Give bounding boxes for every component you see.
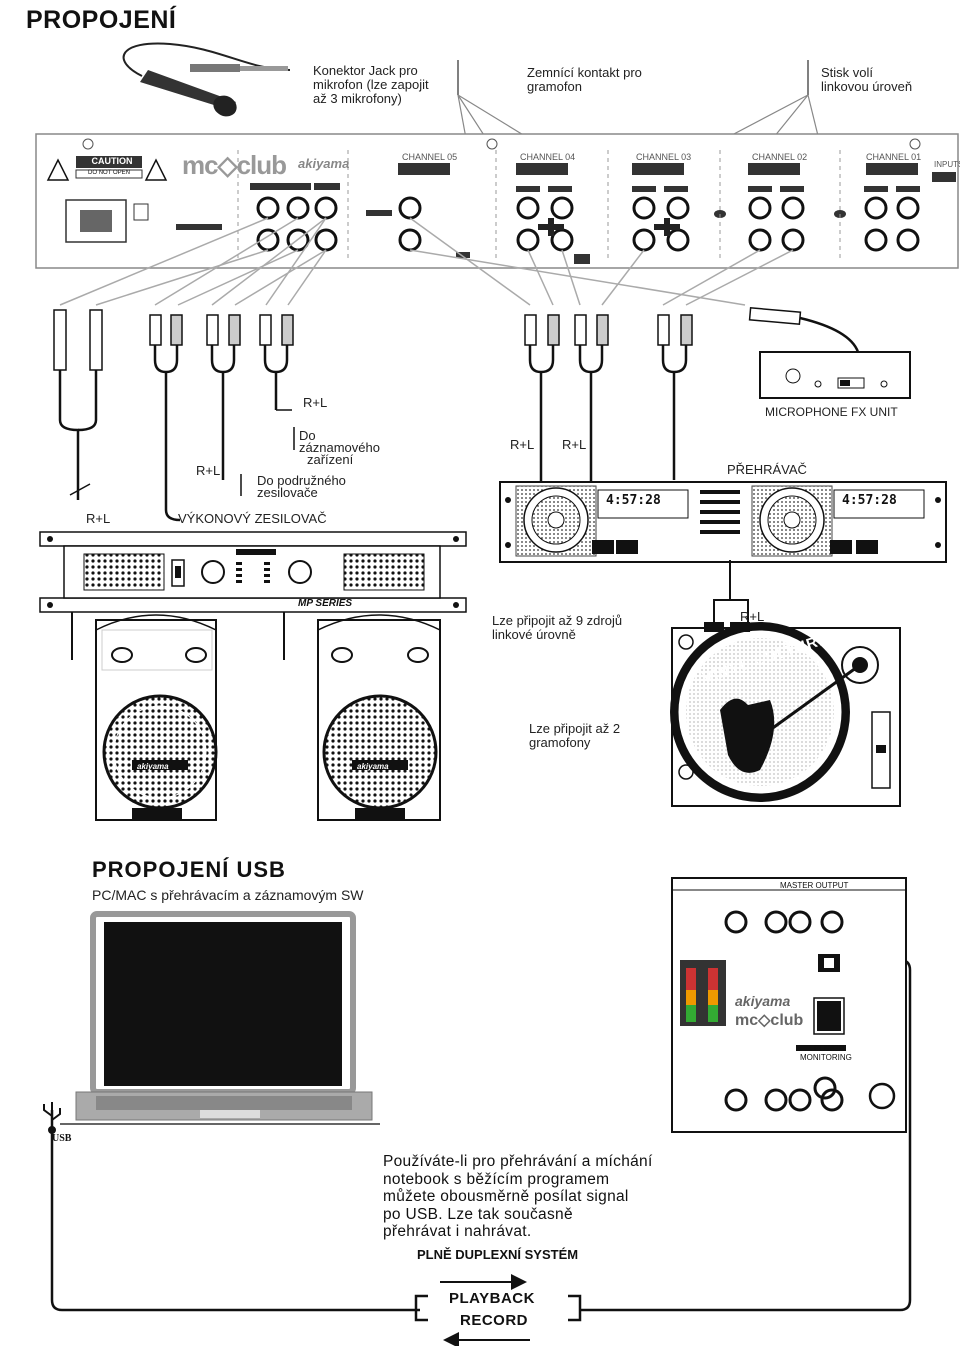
channel-04-label: CHANNEL 04 <box>520 152 576 162</box>
front-panel-brand2: mc◇club <box>735 1012 804 1029</box>
do-not-open-label: DO NOT OPEN <box>88 170 130 176</box>
jack-callout-line3: až 3 mikrofony) <box>313 91 402 106</box>
player-label: PŘEHRÁVAČ <box>727 462 807 477</box>
mixer-back-panel <box>35 133 959 269</box>
rl-label-recording: R+L <box>303 395 328 410</box>
channel-02-label: CHANNEL 02 <box>752 152 808 162</box>
fx-unit <box>748 307 911 399</box>
usb-description-line5: přehrávat i nahrávat. <box>383 1223 532 1240</box>
line-level-line1: Stisk volí <box>821 65 874 80</box>
jack-callout: Konektor Jack pro mikrofon (lze zapojit … <box>313 64 429 106</box>
recording-device-label: Do záznamového zařízení <box>299 428 380 467</box>
rl-label-player-a: R+L <box>510 437 535 452</box>
patch-cables <box>59 217 794 306</box>
speaker-right <box>317 614 441 821</box>
sub-amp-line1: Do podružného <box>257 473 346 488</box>
amp-series-label: MP SERIES <box>298 598 353 609</box>
power-label: POWER <box>814 1044 845 1053</box>
recording-line1: Do <box>299 428 316 443</box>
usb-description-line4: po USB. Lze tak současně <box>383 1205 573 1223</box>
rca-plugs <box>149 314 693 346</box>
jack-callout-line2: mikrofon (lze zapojit <box>313 77 429 92</box>
line-sources-label: Lze připojit až 9 zdrojů linkové úrovně <box>492 614 622 642</box>
mixer-front-panel <box>671 877 907 1133</box>
speaker-left-brand: akiyama <box>137 762 169 771</box>
usb-description-line1: Používáte-li pro přehrávání a míchání <box>383 1153 653 1170</box>
power-amp-label: VÝKONOVÝ ZESILOVAČ <box>178 511 327 526</box>
channel-01-label: CHANNEL 01 <box>866 152 922 162</box>
ground-callout-line1: Zemnící kontakt pro <box>527 65 642 80</box>
microphone <box>122 42 291 117</box>
master-output-label: MASTER OUTPUT <box>780 881 849 890</box>
rl-label-jack: R+L <box>86 511 111 526</box>
duplex-label: PLNĚ DUPLEXNÍ SYSTÉM <box>417 1247 579 1262</box>
power-amplifier <box>39 531 467 660</box>
ground-callout-line2: gramofon <box>527 79 582 94</box>
inputs-label: INPUTS <box>934 160 960 169</box>
bracket-left <box>414 1294 428 1322</box>
sub-amp-label: Do podružného zesilovače <box>257 473 346 500</box>
rl-label-player-b: R+L <box>562 437 587 452</box>
turntable-count-line1: Lze připojit až 2 <box>529 721 621 736</box>
cd-player <box>499 481 947 563</box>
usb-icon <box>43 1102 61 1134</box>
line-sources-line1: Lze připojit až 9 zdrojů <box>492 613 623 628</box>
front-panel-brand: akiyama <box>735 993 791 1009</box>
turntable-count-label: Lze připojit až 2 gramofony <box>529 722 620 750</box>
fx-unit-label: MICROPHONE FX UNIT <box>765 405 898 419</box>
line-sources-line2: linkové úrovně <box>492 627 576 642</box>
channel-03-label: CHANNEL 03 <box>636 152 692 162</box>
player-display-left: 4:57:28 <box>606 493 661 508</box>
jack-callout-line1: Konektor Jack pro <box>313 63 418 78</box>
usb-subtitle: PC/MAC s přehrávacím a záznamovým SW <box>92 887 364 903</box>
channel-05-label: CHANNEL 05 <box>402 152 458 162</box>
bracket-right <box>568 1294 582 1322</box>
player-display-right: 4:57:28 <box>842 493 897 508</box>
usb-description: Používáte-li pro přehrávání a míchání no… <box>383 1153 683 1241</box>
usb-description-line2: notebook s běžícím programem <box>383 1170 610 1188</box>
monitoring-label: MONITORING <box>800 1053 852 1062</box>
recording-line2: záznamového <box>299 440 380 455</box>
record-label: RECORD <box>460 1312 529 1329</box>
sub-amp-line2: zesilovače <box>257 485 318 500</box>
usb-tag: USB <box>52 1133 72 1144</box>
jack-plugs <box>53 309 103 500</box>
line-level-line2: linkovou úroveň <box>821 79 913 94</box>
caution-label: CAUTION <box>91 156 133 166</box>
usb-description-line3: můžete obousměrně posílat signal <box>383 1188 629 1205</box>
page-title: PROPOJENÍ <box>26 6 177 34</box>
line-level-callout: Stisk volí linkovou úroveň <box>821 66 912 94</box>
ground-callout: Zemnící kontakt pro gramofon <box>527 66 642 94</box>
rl-label-turntable: R+L <box>740 609 765 624</box>
mixer-brand: mc◇club <box>182 150 287 180</box>
mixer-sub-brand: akiyama <box>298 156 350 171</box>
turntable <box>670 560 901 807</box>
speaker-right-brand: akiyama <box>357 762 389 771</box>
rl-label-sub-amp: R+L <box>196 463 221 478</box>
turntable-count-line2: gramofony <box>529 735 591 750</box>
laptop <box>60 911 380 1125</box>
speaker-left <box>95 614 218 821</box>
usb-section-title: PROPOJENÍ USB <box>92 857 286 882</box>
recording-line3: zařízení <box>307 452 354 467</box>
rca-cables <box>153 345 688 522</box>
playback-label: PLAYBACK <box>449 1290 535 1307</box>
